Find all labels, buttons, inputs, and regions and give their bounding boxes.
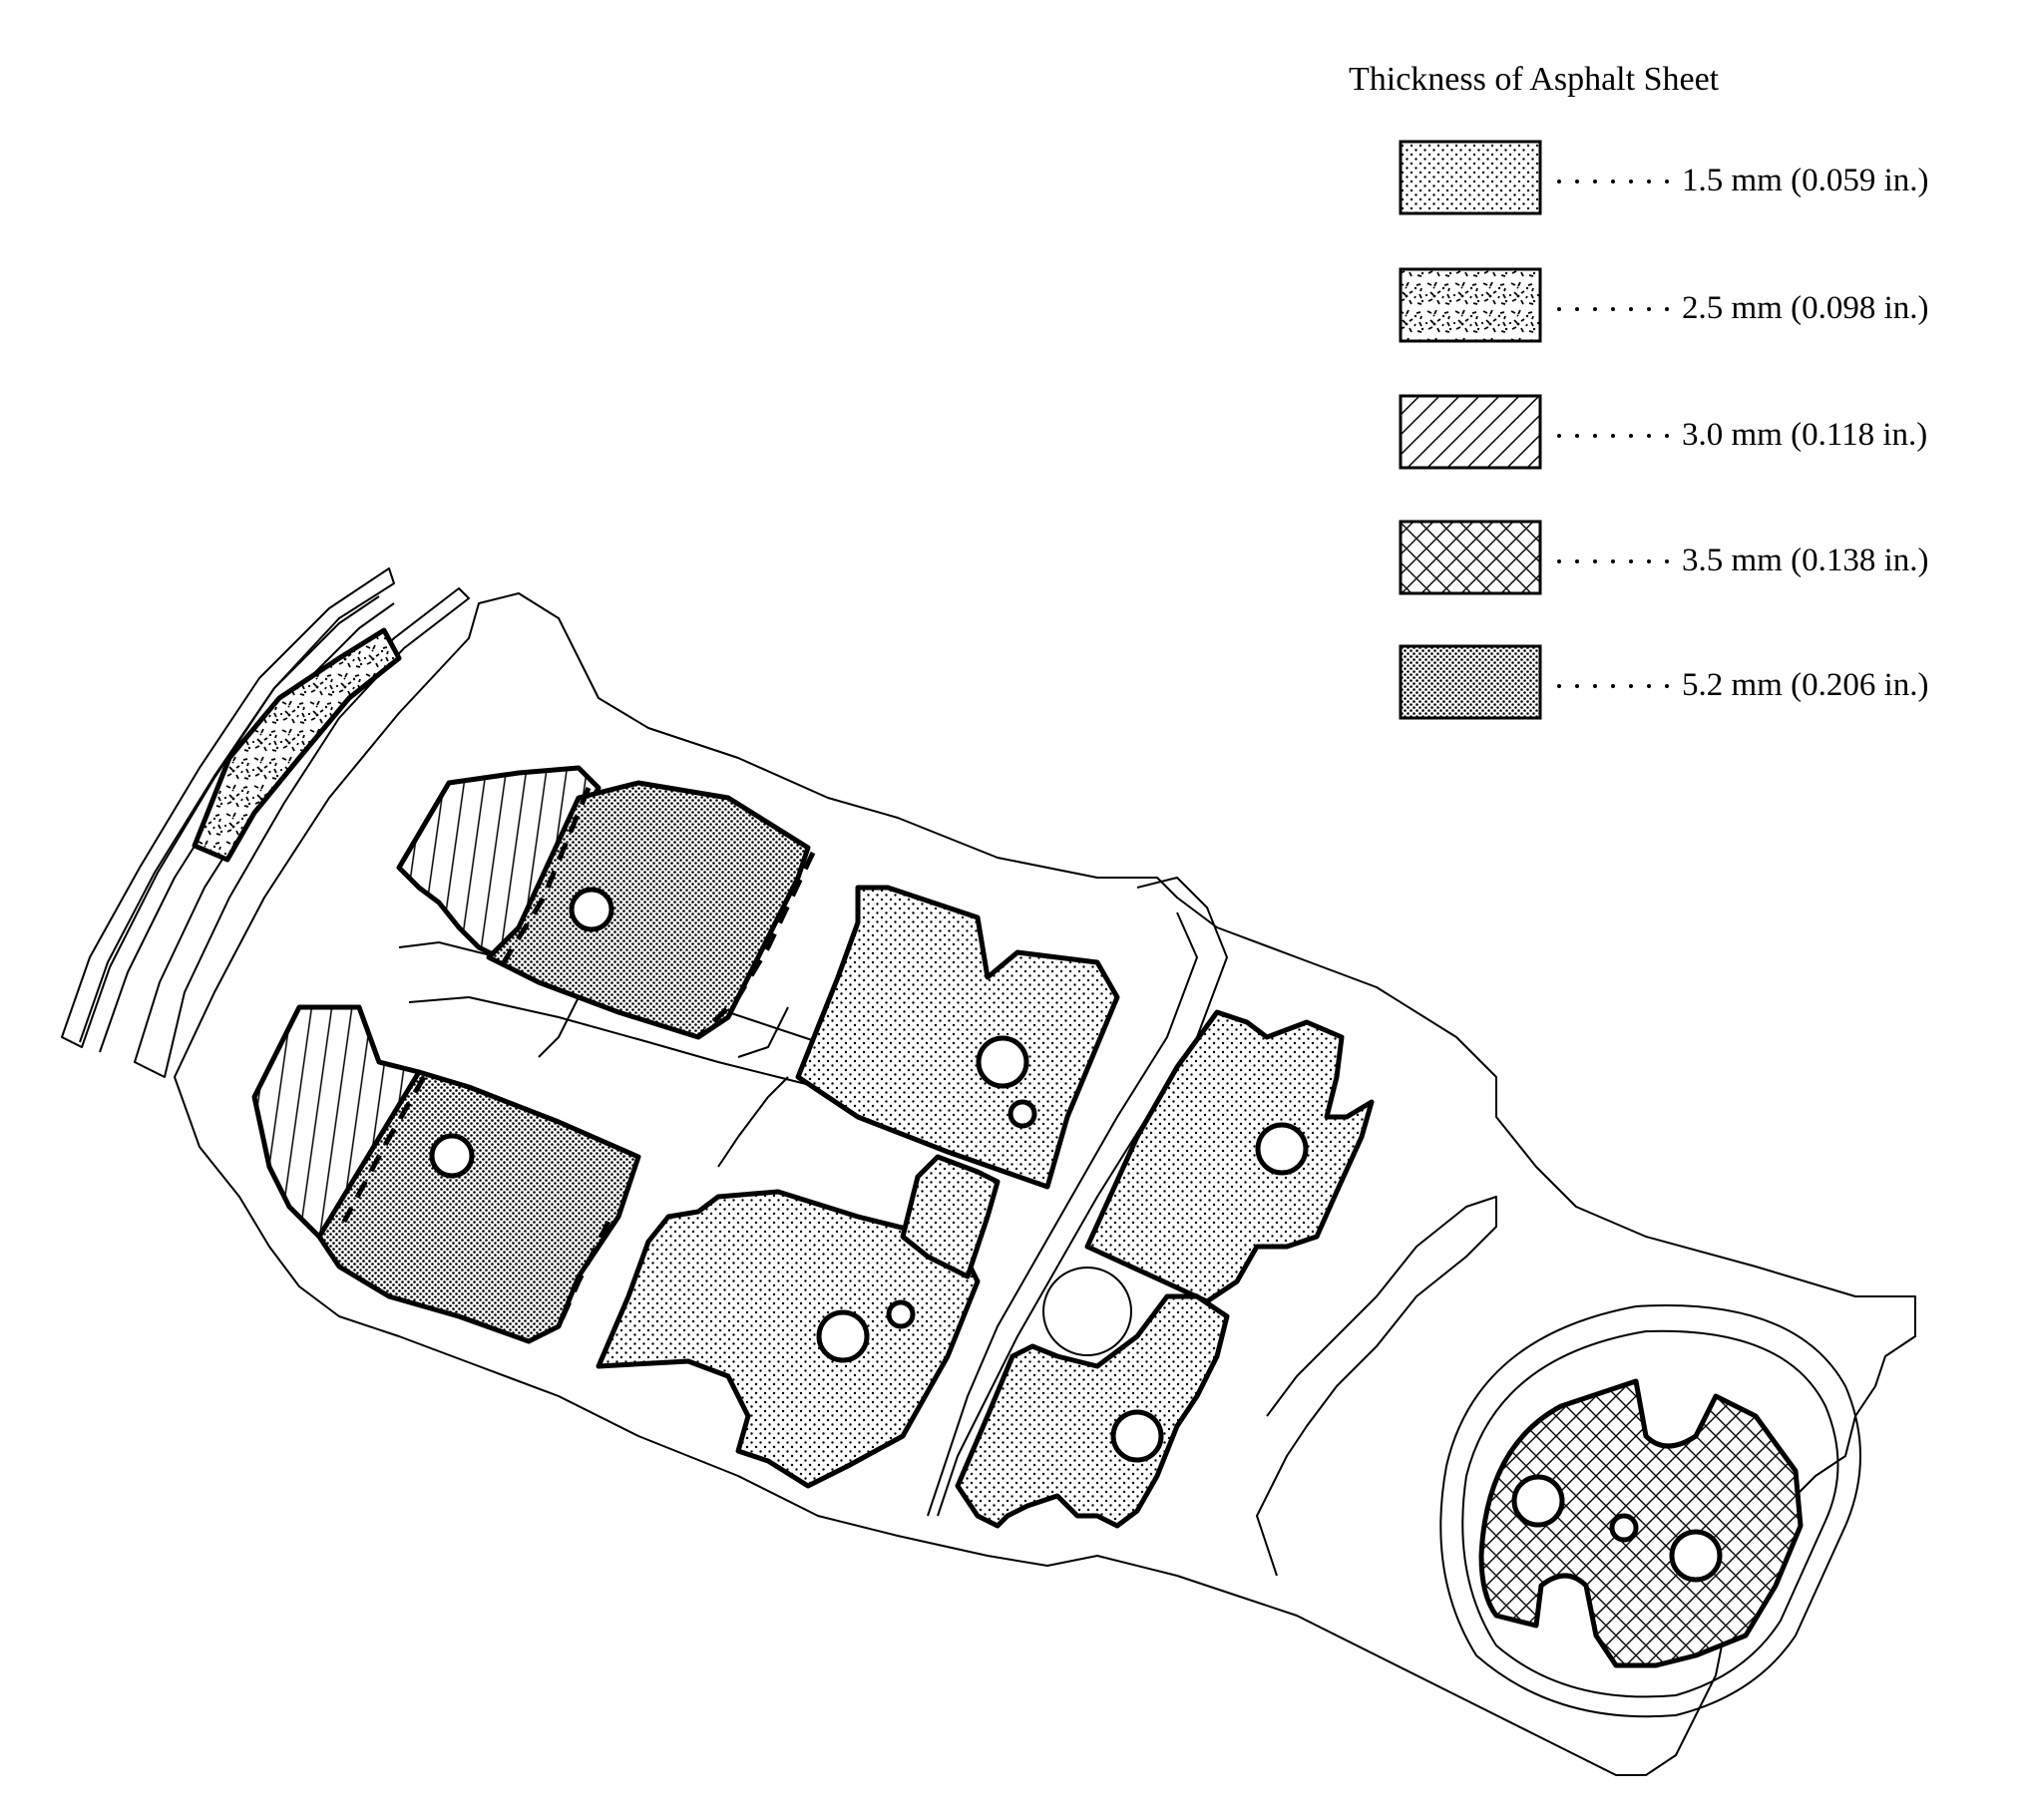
sheet-rear-left-seam [341, 1075, 427, 1224]
legend-leader-dots [1557, 559, 1669, 563]
sheet-rear-right-lower [955, 1293, 1230, 1529]
spare-tire-well-outer [1439, 1304, 1861, 1718]
legend-leader-dots [1557, 684, 1669, 688]
sheet-hole [1008, 1099, 1037, 1129]
sheet-hole [1255, 1122, 1309, 1176]
floor-pan-body [61, 567, 1916, 1776]
legend-item-1: 1.5 mm (0.059 in.) [1399, 140, 1928, 215]
legend-label: 1.5 mm (0.059 in.) [1682, 163, 1928, 198]
legend-label: 3.5 mm (0.138 in.) [1682, 543, 1928, 578]
sheet-hole [1511, 1474, 1565, 1528]
sheet-spare-tire-well [1478, 1378, 1804, 1668]
legend-item-3: 3.0 mm (0.118 in.) [1399, 394, 1927, 470]
legend-leader-dots [1557, 180, 1669, 183]
legend-swatch-cross-hatch [1399, 520, 1542, 595]
sheet-rear-center [596, 1189, 981, 1489]
legend-swatch-dots-dense [1399, 644, 1542, 720]
legend-item-4: 3.5 mm (0.138 in.) [1399, 520, 1928, 595]
sheet-hole [429, 1133, 475, 1179]
legend-item-5: 5.2 mm (0.206 in.) [1399, 644, 1928, 720]
sheet-hole [1609, 1513, 1639, 1543]
main-floor-outline [174, 592, 1916, 1776]
sheet-front-left-seam [501, 787, 592, 964]
sheet-hole [976, 1035, 1029, 1089]
legend-swatch-dots-sparse [1399, 140, 1542, 215]
legend-label: 2.5 mm (0.098 in.) [1682, 290, 1928, 326]
legend-leader-dots [1557, 434, 1669, 438]
sheet-front-center [795, 885, 1120, 1190]
floor-crossmember-rear [927, 877, 1228, 1517]
spare-tire-well-inner [1461, 1329, 1839, 1698]
sheet-front-left-edge [696, 851, 816, 1039]
legend-item-2: 2.5 mm (0.098 in.) [1399, 267, 1928, 343]
legend: Thickness of Asphalt Sheet 1.5 mm (0.059… [1349, 61, 1928, 720]
legend-label: 5.2 mm (0.206 in.) [1682, 667, 1928, 703]
sheet-hole [886, 1299, 916, 1329]
rear-crossbar [1256, 1196, 1497, 1577]
legend-swatch-diagonal-hatch [1399, 394, 1542, 470]
legend-title: Thickness of Asphalt Sheet [1349, 61, 1720, 98]
asphalt-sheets [192, 627, 1804, 1668]
sheet-hole [569, 887, 614, 932]
legend-label: 3.0 mm (0.118 in.) [1682, 417, 1927, 453]
sheet-tunnel-patch [900, 1154, 1001, 1279]
dash-panel-outline [61, 567, 395, 1048]
sheet-hole [816, 1309, 870, 1363]
sheet-front-left-dense [486, 780, 811, 1040]
legend-leader-dots [1557, 307, 1669, 311]
rear-drain-hole [1042, 1267, 1132, 1356]
legend-swatch-speckle [1399, 267, 1542, 343]
sheet-rear-right-upper [1084, 1009, 1375, 1304]
sheet-hole [1110, 1409, 1164, 1463]
sheet-dash-speckle [192, 627, 402, 863]
sheet-hole [1669, 1529, 1723, 1583]
sheet-rear-left-edge [556, 1220, 611, 1328]
